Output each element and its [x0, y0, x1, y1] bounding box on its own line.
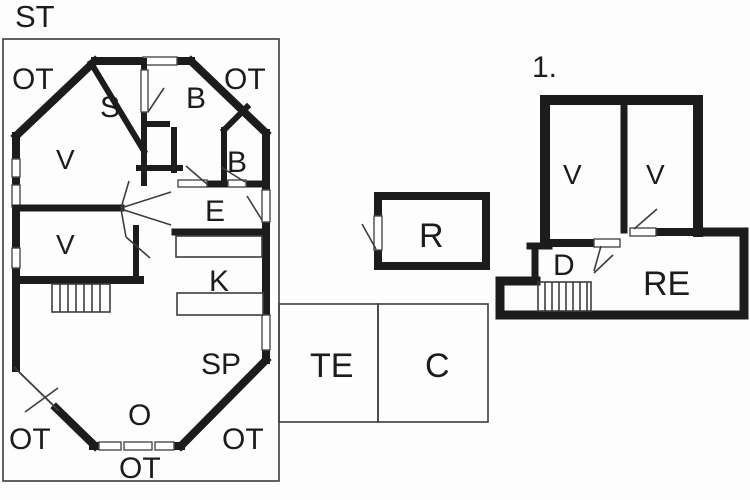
room-label-hall: E — [205, 195, 225, 228]
room-label-v-right: V — [646, 159, 665, 190]
room-label-re: RE — [643, 265, 690, 303]
room-label-ot-top-left: OT — [12, 63, 54, 96]
ff-doors — [593, 208, 658, 274]
st-kitchen-counters — [175, 235, 264, 316]
room-label-bath: B — [186, 82, 206, 115]
room-label-ot-top-right: OT — [224, 63, 266, 96]
plan-title-first-floor: 1. — [532, 51, 557, 84]
room-label-ot-bottom-left: OT — [9, 423, 51, 456]
room-label-ot-bottom-right: OT — [222, 423, 264, 456]
outbuilding-te-c: TE C — [278, 303, 489, 423]
room-label-wc: B — [227, 146, 247, 179]
room-label-pantry: SP — [201, 348, 241, 381]
room-label-te: TE — [310, 347, 353, 385]
plan-upper-floor: ST OT S B OT B V E V K SP O OT OT OT — [2, 0, 280, 485]
room-label-living: O — [128, 399, 151, 432]
ff-room-labels: 1. V V D RE — [532, 51, 690, 303]
room-label-d: D — [553, 249, 575, 282]
room-label-sauna: S — [100, 91, 120, 124]
st-interior-walls — [12, 58, 267, 284]
plan-title-st: ST — [15, 0, 55, 34]
plan-first-floor: 1. V V D RE — [495, 51, 749, 320]
outbuilding-r: R — [361, 192, 490, 270]
ff-staircase — [537, 281, 592, 312]
st-room-labels: ST OT S B OT B V E V K SP O OT OT OT — [9, 0, 266, 485]
room-label-r: R — [419, 217, 444, 255]
room-label-c: C — [425, 347, 450, 385]
ff-exterior-walls — [495, 95, 749, 320]
st-staircase — [51, 283, 111, 313]
c-outline — [377, 303, 489, 423]
room-label-ot-bottom-center: OT — [119, 452, 161, 485]
st-door-swings — [24, 69, 263, 413]
st-windows — [11, 56, 271, 451]
room-label-bedroom-upper: V — [56, 144, 75, 175]
ff-interior-walls — [526, 101, 702, 285]
room-label-v-left: V — [563, 159, 582, 190]
room-label-kitchen: K — [209, 265, 229, 298]
room-label-bedroom-lower: V — [56, 229, 75, 260]
plot-boundary — [2, 38, 280, 482]
